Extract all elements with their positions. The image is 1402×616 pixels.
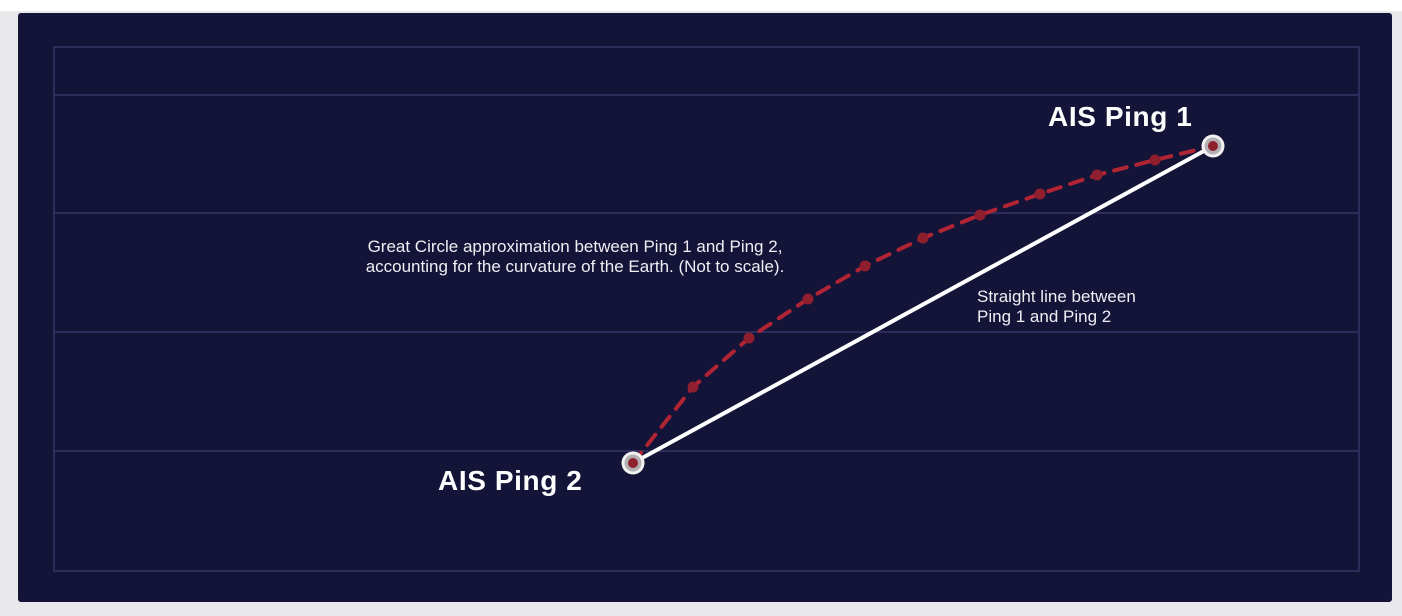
- curve-vertex-dot: [1149, 154, 1161, 166]
- ping1-label: AIS Ping 1: [1048, 101, 1193, 132]
- chart-panel: [18, 13, 1392, 602]
- curve-vertex-dot: [974, 209, 986, 221]
- curve-vertex-dot: [859, 260, 871, 272]
- curve-vertex-dot: [917, 232, 929, 244]
- curve-vertex-dot: [743, 332, 755, 344]
- ping-marker-center: [1208, 141, 1218, 151]
- ping-marker-center: [628, 458, 638, 468]
- curve-vertex-dot: [802, 293, 814, 305]
- grid-box: [53, 46, 1360, 572]
- straight-line-note: Straight line between Ping 1 and Ping 2: [977, 287, 1136, 326]
- straight-line: [632, 144, 1214, 465]
- curve-vertex-dot: [1034, 188, 1046, 200]
- curve-vertex-dot: [1091, 169, 1103, 181]
- ping2-label: AIS Ping 2: [438, 465, 583, 496]
- great-circle-note: Great Circle approximation between Ping …: [365, 237, 785, 276]
- curve-vertex-dot: [687, 381, 699, 393]
